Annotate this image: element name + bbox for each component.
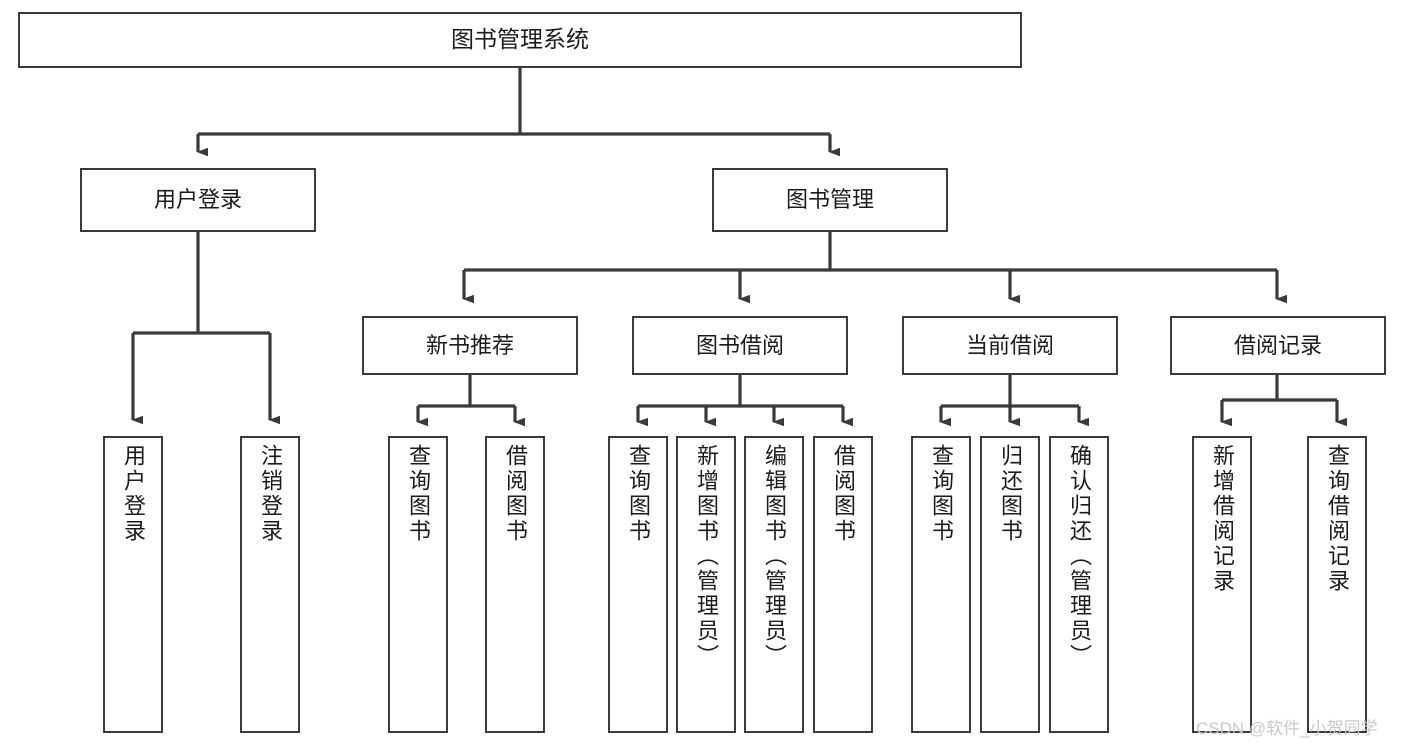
- leaf-user-login-signout-label: 注销登录: [258, 444, 283, 544]
- node-root-system-label: 图书管理系统: [451, 26, 589, 53]
- node-book-management-label: 图书管理: [785, 187, 874, 213]
- leaf-book-borrow-add-label: 新增图书（管理员）: [694, 444, 719, 669]
- leaf-book-borrow-lend-label: 借阅图书: [831, 444, 856, 544]
- leaf-book-borrow-edit[interactable]: 编辑图书（管理员）: [744, 436, 804, 733]
- leaf-book-borrow-query-label: 查询图书: [626, 444, 651, 544]
- leaf-new-book-query-label: 查询图书: [406, 444, 431, 544]
- node-borrow-record[interactable]: 借阅记录: [1170, 316, 1386, 375]
- leaf-user-login-signout[interactable]: 注销登录: [240, 436, 300, 733]
- node-current-borrow[interactable]: 当前借阅: [902, 316, 1118, 375]
- leaf-borrow-record-add[interactable]: 新增借阅记录: [1192, 436, 1252, 733]
- leaf-current-borrow-query-label: 查询图书: [929, 444, 954, 544]
- leaf-current-borrow-return[interactable]: 归还图书: [980, 436, 1040, 733]
- leaf-borrow-record-query-label: 查询借阅记录: [1325, 444, 1350, 594]
- leaf-new-book-borrow-label: 借阅图书: [503, 444, 528, 544]
- node-new-book-recommend-label: 新书推荐: [425, 332, 514, 358]
- leaf-book-borrow-query[interactable]: 查询图书: [608, 436, 668, 733]
- node-new-book-recommend[interactable]: 新书推荐: [362, 316, 578, 375]
- leaf-borrow-record-add-label: 新增借阅记录: [1210, 444, 1235, 594]
- node-book-management[interactable]: 图书管理: [712, 168, 948, 232]
- node-user-login-label: 用户登录: [153, 187, 242, 213]
- node-current-borrow-label: 当前借阅: [965, 332, 1054, 358]
- leaf-current-borrow-query[interactable]: 查询图书: [911, 436, 971, 733]
- leaf-user-login-signin-label: 用户登录: [121, 444, 146, 544]
- node-book-borrow[interactable]: 图书借阅: [632, 316, 848, 375]
- leaf-current-borrow-confirm-return[interactable]: 确认归还（管理员）: [1049, 436, 1109, 733]
- node-book-borrow-label: 图书借阅: [695, 332, 784, 358]
- node-user-login[interactable]: 用户登录: [80, 168, 316, 232]
- leaf-current-borrow-return-label: 归还图书: [998, 444, 1023, 544]
- leaf-borrow-record-query[interactable]: 查询借阅记录: [1307, 436, 1367, 733]
- csdn-watermark: CSDN @软件_小贺同学: [1196, 719, 1378, 738]
- leaf-new-book-query[interactable]: 查询图书: [388, 436, 448, 733]
- leaf-user-login-signin[interactable]: 用户登录: [103, 436, 163, 733]
- leaf-book-borrow-lend[interactable]: 借阅图书: [813, 436, 873, 733]
- leaf-new-book-borrow[interactable]: 借阅图书: [485, 436, 545, 733]
- leaf-current-borrow-confirm-return-label: 确认归还（管理员）: [1067, 444, 1092, 669]
- leaf-book-borrow-add[interactable]: 新增图书（管理员）: [676, 436, 736, 733]
- leaf-book-borrow-edit-label: 编辑图书（管理员）: [762, 444, 787, 669]
- node-borrow-record-label: 借阅记录: [1233, 332, 1322, 358]
- node-root-system[interactable]: 图书管理系统: [18, 12, 1022, 68]
